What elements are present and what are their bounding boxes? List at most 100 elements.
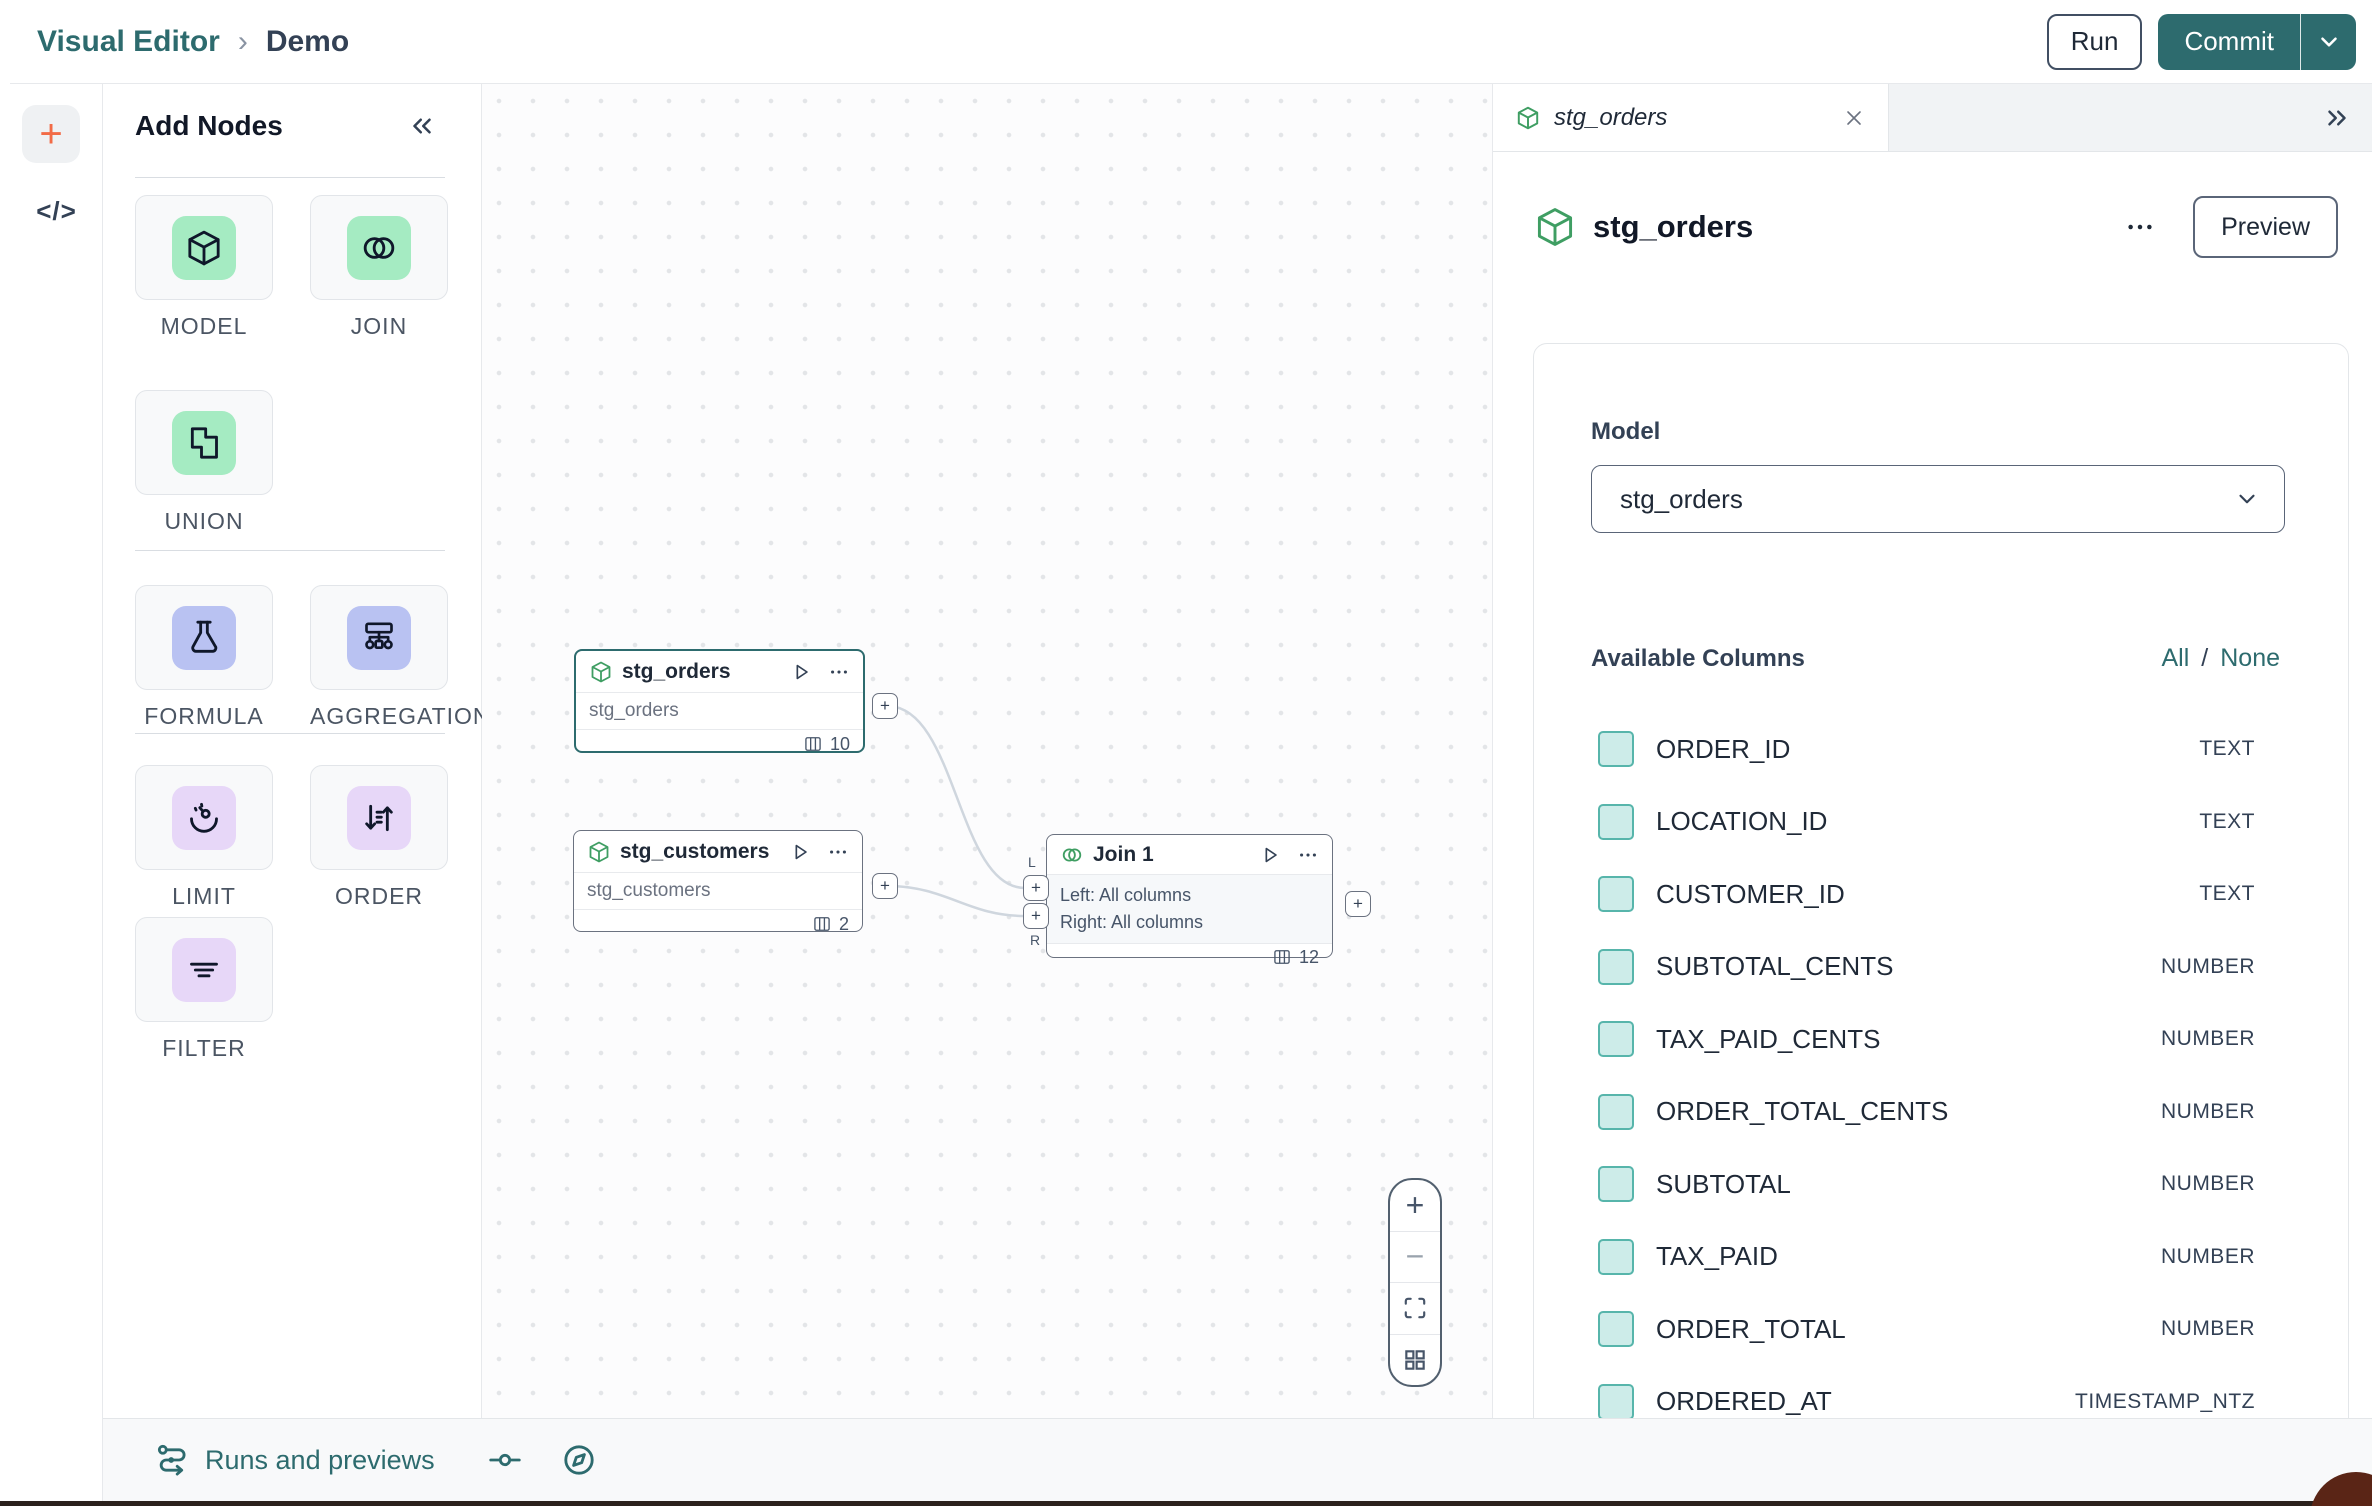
commit-node-button[interactable] — [487, 1442, 523, 1478]
preview-button[interactable]: Preview — [2193, 196, 2338, 258]
plus-icon: + — [39, 111, 63, 156]
expand-panel-button[interactable] — [2322, 84, 2372, 151]
inspector-tab-bar: stg_orders — [1493, 84, 2372, 152]
kebab-menu-icon[interactable] — [2125, 212, 2155, 242]
kebab-menu-icon[interactable] — [828, 661, 850, 683]
right-input-handle-join[interactable]: + — [1023, 903, 1049, 929]
column-count: 10 — [829, 733, 850, 754]
columns-icon — [1272, 947, 1292, 967]
node-stg-customers[interactable]: stg_customers stg_customers 2 — [573, 830, 863, 934]
add-node-join[interactable]: JOIN — [310, 195, 448, 340]
add-node-aggregation[interactable]: AGGREGATION — [310, 585, 490, 730]
add-plus-button[interactable]: + — [22, 105, 80, 163]
column-checkbox[interactable] — [1598, 1383, 1634, 1420]
pipeline-canvas[interactable]: stg_orders stg_orders 10 + stg_customers — [482, 84, 1492, 1418]
compass-icon — [561, 1442, 597, 1478]
breadcrumb-separator: › — [237, 24, 248, 58]
chevron-down-icon — [2316, 29, 2342, 55]
left-input-handle-join[interactable]: + — [1023, 875, 1049, 901]
top-bar: Visual Editor › Demo Run Commit — [10, 0, 2372, 84]
add-nodes-panel: Add Nodes MODEL JOIN — [103, 84, 490, 1418]
column-checkbox[interactable] — [1598, 1093, 1634, 1130]
breadcrumb-root-link[interactable]: Visual Editor — [37, 24, 220, 58]
cube-icon — [1515, 105, 1541, 131]
zoom-out-button[interactable]: − — [1390, 1232, 1440, 1283]
column-checkbox[interactable] — [1598, 876, 1634, 913]
column-checkbox[interactable] — [1598, 731, 1634, 768]
topbar-actions: Run Commit — [2046, 13, 2356, 70]
left-input-label: L — [1028, 854, 1036, 870]
node-settings-card: Model stg_orders Available Columns All/N… — [1533, 343, 2349, 1433]
commit-button[interactable]: Commit — [2158, 13, 2300, 70]
add-node-formula[interactable]: FORMULA — [135, 585, 273, 730]
column-checkbox[interactable] — [1598, 1021, 1634, 1058]
cube-icon — [589, 660, 613, 684]
kebab-menu-icon[interactable] — [827, 841, 849, 863]
grid-layout-icon — [1402, 1347, 1428, 1373]
cube-icon — [1533, 205, 1577, 249]
link-divider: / — [2201, 644, 2209, 672]
canvas-zoom-controls: + − — [1388, 1178, 1442, 1387]
collapse-panel-button[interactable] — [407, 111, 437, 141]
breadcrumb-current: Demo — [265, 24, 350, 58]
edge-connections — [886, 704, 1026, 918]
route-icon — [155, 1442, 191, 1478]
chevrons-left-icon — [407, 111, 437, 141]
join-right-summary: Right: All columns — [1060, 912, 1204, 932]
play-icon[interactable] — [1259, 844, 1281, 866]
auto-layout-button[interactable] — [1390, 1335, 1440, 1386]
bottom-bar: Runs and previews — [103, 1418, 2372, 1501]
compass-button[interactable] — [561, 1442, 597, 1478]
model-select-value: stg_orders — [1620, 483, 1743, 514]
close-tab-button[interactable] — [1842, 106, 1866, 130]
flask-icon — [184, 618, 224, 658]
select-all-link[interactable]: All — [2161, 644, 2190, 672]
union-squares-icon — [184, 423, 224, 463]
tab-stg-orders[interactable]: stg_orders — [1493, 84, 1889, 151]
node-stg-orders[interactable]: stg_orders stg_orders 10 — [574, 649, 865, 754]
column-checkbox[interactable] — [1598, 803, 1634, 840]
output-handle-join[interactable]: + — [1345, 891, 1371, 917]
commit-split-button: Commit — [2158, 13, 2356, 70]
play-icon[interactable] — [789, 841, 811, 863]
output-handle-stg-orders[interactable]: + — [872, 693, 898, 719]
run-button[interactable]: Run — [2046, 13, 2143, 70]
add-node-union[interactable]: UNION — [135, 390, 273, 535]
output-handle-stg-customers[interactable]: + — [872, 873, 898, 899]
commit-dropdown-button[interactable] — [2300, 13, 2356, 70]
code-view-button[interactable]: </> — [10, 196, 103, 227]
kebab-menu-icon[interactable] — [1297, 844, 1319, 866]
column-checkbox[interactable] — [1598, 1166, 1634, 1203]
cube-icon — [587, 840, 611, 864]
column-checkbox[interactable] — [1598, 1311, 1634, 1348]
runs-and-previews-button[interactable]: Runs and previews — [155, 1442, 435, 1478]
join-circles-icon — [359, 228, 399, 268]
column-count: 12 — [1298, 946, 1319, 967]
add-node-limit[interactable]: LIMIT — [135, 765, 273, 910]
hierarchy-icon — [359, 618, 399, 658]
code-icon: </> — [36, 196, 77, 226]
git-commit-icon — [487, 1442, 523, 1478]
divider — [135, 733, 445, 734]
chevrons-right-icon — [2322, 103, 2352, 133]
add-node-model[interactable]: MODEL — [135, 195, 273, 340]
add-node-filter[interactable]: FILTER — [135, 917, 273, 1062]
add-node-order[interactable]: ORDER — [310, 765, 448, 910]
model-select[interactable]: stg_orders — [1591, 465, 2285, 533]
join-left-summary: Left: All columns — [1060, 885, 1192, 905]
column-checkbox[interactable] — [1598, 948, 1634, 985]
zoom-in-button[interactable]: + — [1390, 1180, 1440, 1232]
play-icon[interactable] — [790, 661, 812, 683]
node-join-1[interactable]: Join 1 Left: All columns Right: All colu… — [1046, 834, 1333, 967]
select-none-link[interactable]: None — [2220, 644, 2280, 672]
fit-view-button[interactable] — [1390, 1283, 1440, 1335]
column-checkbox[interactable] — [1598, 1238, 1634, 1275]
